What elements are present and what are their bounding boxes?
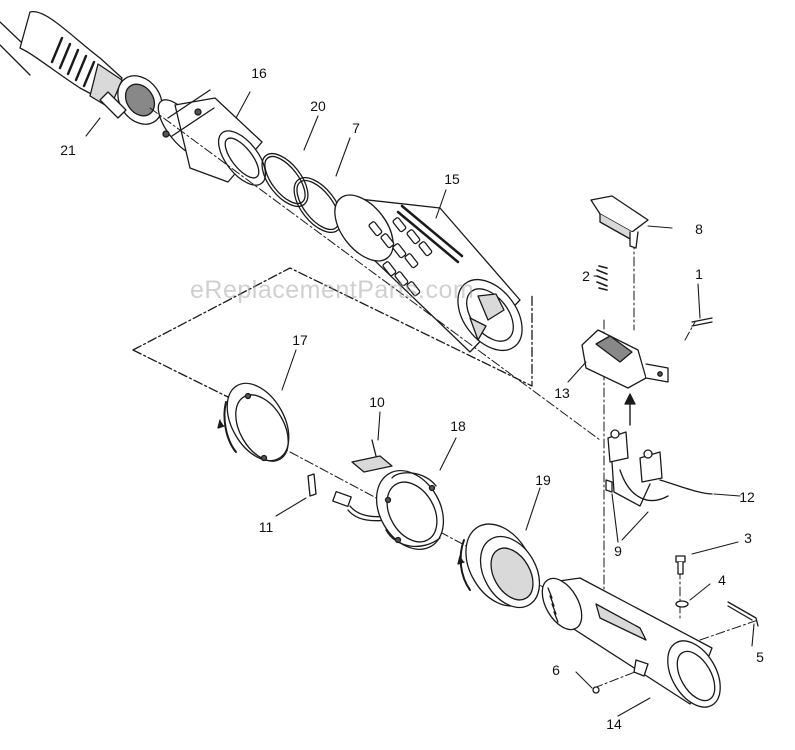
part-13-trigger-housing [581, 329, 669, 389]
part-10-clip [351, 455, 393, 473]
part-21-cable-connector [0, 11, 163, 125]
callout-7: 7 [352, 120, 360, 136]
part-9-switch-assembly [605, 429, 713, 507]
callout-6: 6 [552, 662, 560, 678]
callout-17: 17 [292, 332, 308, 348]
callout-16: 16 [251, 65, 267, 81]
callout-11: 11 [258, 519, 274, 535]
callout-9: 9 [614, 543, 622, 559]
part-11-clip [307, 473, 317, 497]
watermark-text: eReplacementParts.com [190, 276, 475, 304]
callout-8: 8 [695, 221, 703, 237]
part-7-o-ring [293, 177, 343, 233]
callout-1: 1 [695, 266, 703, 282]
callout-10: 10 [369, 394, 385, 410]
callout-21: 21 [60, 142, 76, 158]
callout-14: 14 [606, 716, 622, 732]
callout-4: 4 [718, 572, 726, 588]
part-17-ring [217, 382, 290, 462]
part-15-slotted-sleeve [334, 194, 523, 353]
part-5-pin [727, 601, 759, 627]
part-1-pin [691, 317, 713, 327]
part-8-trigger [590, 195, 649, 249]
callout-18: 18 [450, 418, 466, 434]
callout-19: 19 [535, 472, 551, 488]
callout-12: 12 [739, 489, 755, 505]
part-16-nosepiece [157, 89, 267, 186]
assembly-outline [132, 267, 533, 399]
part-2-spring [596, 265, 608, 291]
callout-5: 5 [756, 649, 764, 665]
part-6-ball [592, 686, 600, 694]
part-3-screw [675, 555, 686, 575]
callout-3: 3 [744, 530, 752, 546]
part-14-handle-housing [541, 577, 721, 708]
part-4-washer [675, 600, 689, 608]
callout-20: 20 [310, 98, 326, 114]
part-18-collar [375, 470, 445, 550]
callout-2: 2 [582, 268, 590, 284]
part-19-ring-nut [457, 523, 541, 609]
part-20-o-ring [261, 153, 309, 207]
callout-13: 13 [554, 385, 570, 401]
callout-15: 15 [444, 171, 460, 187]
